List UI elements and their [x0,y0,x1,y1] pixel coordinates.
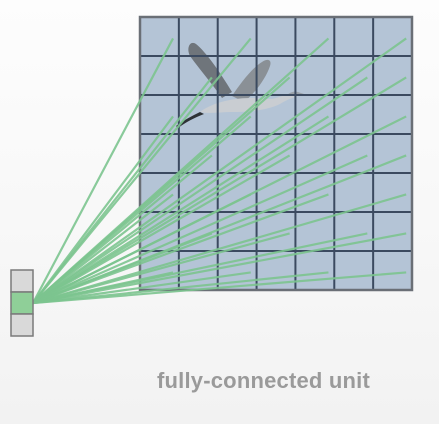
connection-line [32,115,174,304]
connection-line [32,193,252,304]
connection-line [32,115,330,304]
connection-line [32,232,407,305]
connection-line [32,271,174,305]
connection-line [32,154,368,305]
connection-line [32,76,213,304]
connection-lines [32,37,407,305]
connection-line [32,232,290,305]
connection-line [32,76,368,304]
crane-far-wing [232,59,271,102]
connection-line [32,193,174,304]
unit-cell [10,313,34,337]
connection-line [32,271,407,305]
connection-line [32,232,213,305]
crane-legs [176,112,204,128]
connection-line [32,154,291,304]
image-frame [138,15,414,292]
unit-cell [10,269,34,293]
connection-line [32,37,407,304]
crane-body [200,94,298,113]
fully-connected-unit [10,269,34,337]
connection-line [32,76,407,304]
unit-cell-active [10,291,34,315]
diagram-caption: fully-connected unit [157,368,370,393]
connection-line [32,154,213,304]
connection-line [32,193,407,305]
connection-line [32,37,175,304]
connection-line [32,271,251,305]
